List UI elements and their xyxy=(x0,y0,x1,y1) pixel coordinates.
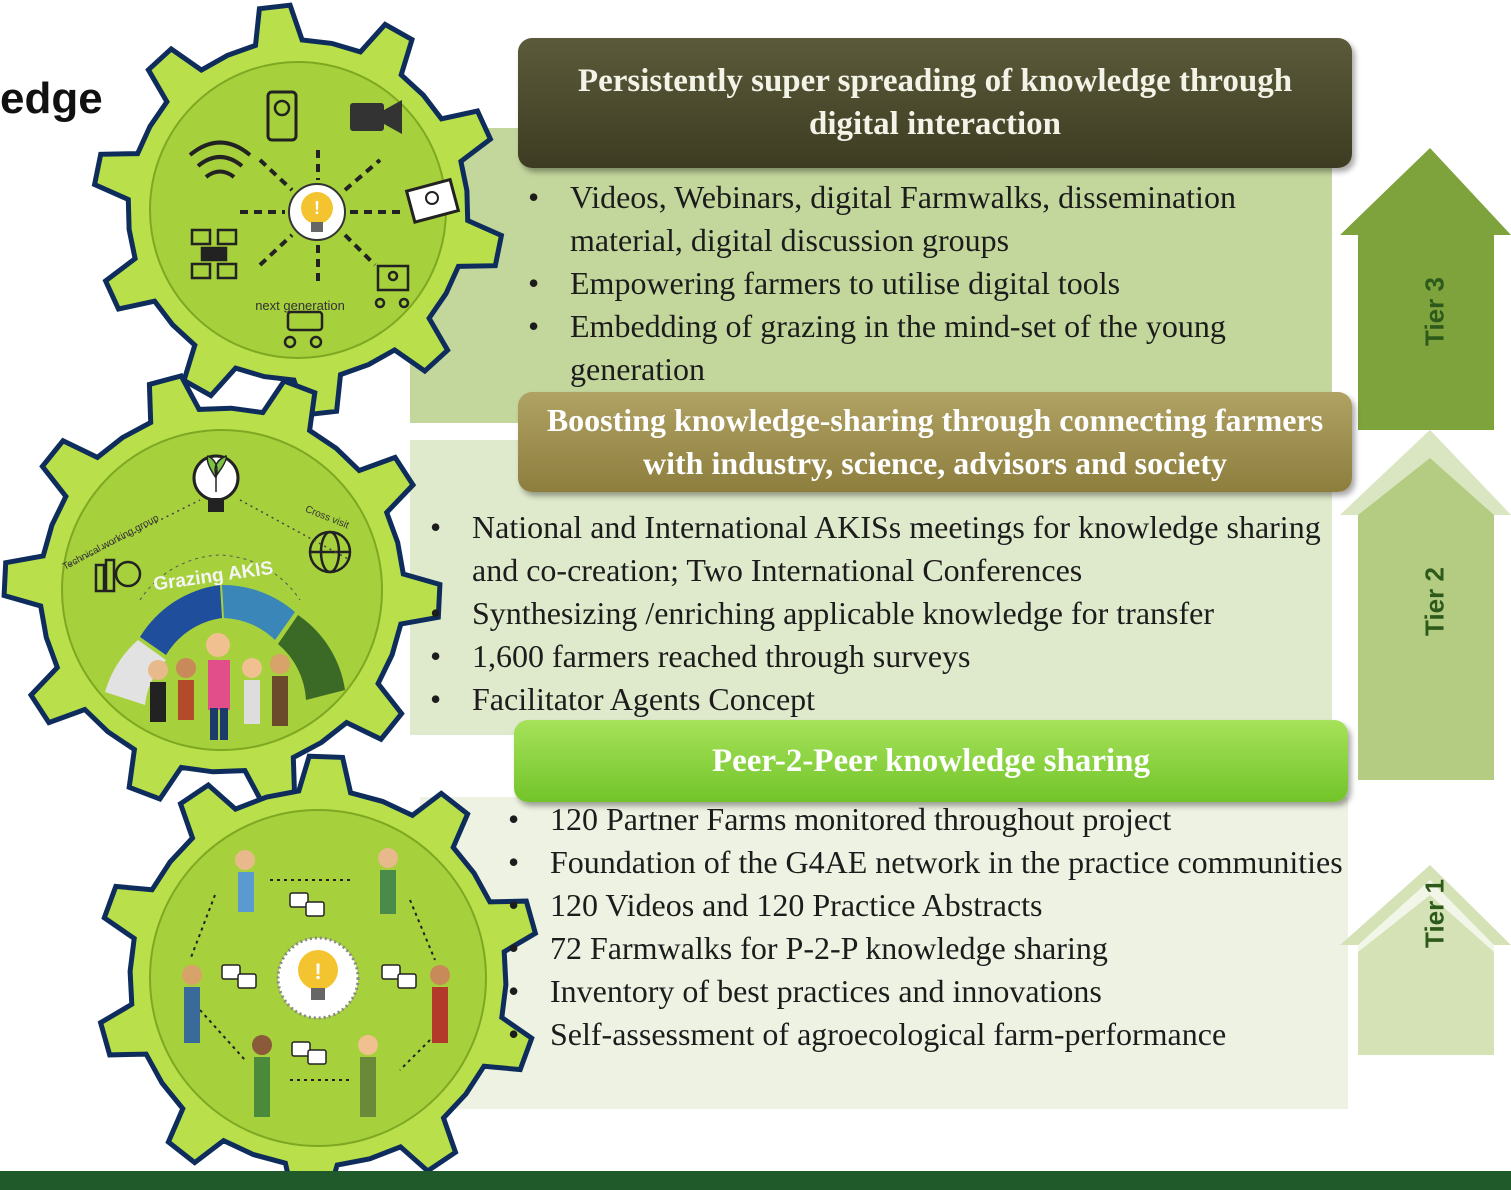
lightbulb-icon: ! xyxy=(288,183,346,241)
gear-top-label: next generation xyxy=(255,298,345,313)
tier1-banner: Peer-2-Peer knowledge sharing xyxy=(514,720,1348,802)
list-item: Videos, Webinars, digital Farmwalks, dis… xyxy=(524,176,1324,262)
gears-illustration: ! next generation Grazing AKIS Technical… xyxy=(1,2,539,1190)
tier3-label: Tier 3 xyxy=(1419,277,1450,346)
list-item: 120 Partner Farms monitored throughout p… xyxy=(504,798,1344,841)
plant-lightbulb-icon xyxy=(192,454,240,512)
list-item: 120 Videos and 120 Practice Abstracts xyxy=(504,884,1344,927)
list-item: National and International AKISs meeting… xyxy=(426,506,1326,592)
tier3-banner: Persistently super spreading of knowledg… xyxy=(518,38,1352,168)
wifi-icon xyxy=(188,140,252,179)
chat-people-icon xyxy=(283,310,324,349)
footer-bar xyxy=(0,1171,1511,1190)
tier3-bullets: Videos, Webinars, digital Farmwalks, dis… xyxy=(524,176,1324,391)
farmer-icon xyxy=(182,848,450,1117)
akis-segments xyxy=(105,584,345,705)
globe-people-icon xyxy=(308,530,352,574)
list-item: Embedding of grazing in the mind-set of … xyxy=(524,305,1324,391)
list-item: Empowering farmers to utilise digital to… xyxy=(524,262,1324,305)
tier2-bullets: National and International AKISs meeting… xyxy=(426,506,1326,721)
svg-text:!: ! xyxy=(314,959,321,984)
farmer-icon xyxy=(148,633,290,740)
list-item: Facilitator Agents Concept xyxy=(426,678,1326,721)
tier2-label: Tier 2 xyxy=(1419,567,1450,636)
network-icon xyxy=(190,228,238,280)
list-item: Foundation of the G4AE network in the pr… xyxy=(504,841,1344,884)
list-item: 72 Farmwalks for P-2-P knowledge sharing xyxy=(504,927,1344,970)
top-gear-icons xyxy=(240,150,400,285)
heading-fragment: edge xyxy=(0,74,103,123)
chat-bubble-icons xyxy=(221,892,417,1065)
list-item: Synthesizing /enriching applicable knowl… xyxy=(426,592,1326,635)
list-item: 1,600 farmers reached through surveys xyxy=(426,635,1326,678)
presentation-icon xyxy=(374,264,410,309)
books-globe-icon xyxy=(94,558,142,593)
list-item: Self-assessment of agroecological farm-p… xyxy=(504,1013,1344,1056)
list-item: Inventory of best practices and innovati… xyxy=(504,970,1344,1013)
svg-text:!: ! xyxy=(314,198,320,218)
tier1-bullets: 120 Partner Farms monitored throughout p… xyxy=(504,798,1344,1056)
p2p-network-lines xyxy=(189,879,436,1081)
tier2-arrow xyxy=(1340,430,1511,780)
tier3-arrow xyxy=(1340,148,1511,430)
tier2-banner: Boosting knowledge-sharing through conne… xyxy=(518,392,1352,492)
lightbulb-icon: ! xyxy=(276,936,360,1020)
tier1-arrow xyxy=(1340,865,1511,1055)
tier1-label: Tier 1 xyxy=(1419,879,1450,948)
email-icon xyxy=(404,177,461,224)
video-camera-icon xyxy=(350,100,402,134)
whatsapp-phone-icon xyxy=(266,90,298,142)
tier-arrows xyxy=(1340,148,1511,1055)
